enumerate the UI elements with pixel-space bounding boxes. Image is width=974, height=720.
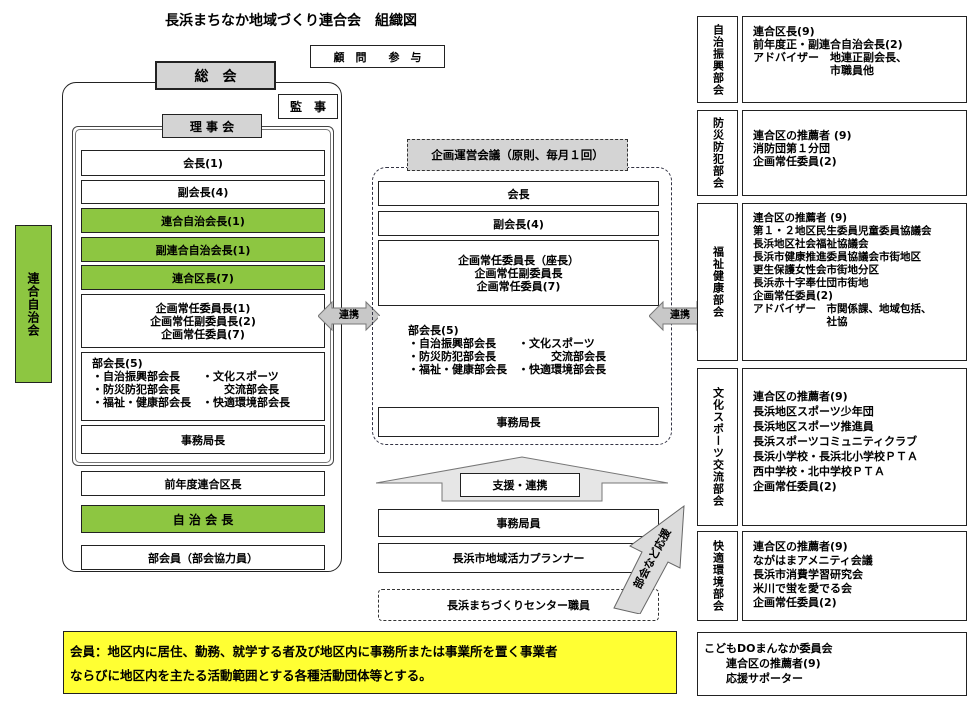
bukaiin-box: 部会員（部会協力員） bbox=[81, 545, 325, 570]
left-renkei-arrow bbox=[318, 300, 380, 332]
center-kaicho-box: 会長 bbox=[378, 181, 659, 206]
bunka-label-box: 文化スポーツ交流部会 bbox=[697, 368, 738, 526]
fukushi-text: 連合区の推薦者 (9) 第１・２地区民生委員児童委員協議会 長浜地区社会福祉協議… bbox=[753, 212, 932, 328]
fukushi-label-box: 福祉健康部会 bbox=[697, 203, 738, 361]
rengo-kucho-box: 連合区長(7) bbox=[81, 265, 325, 290]
rijikai-box: 理 事 会 bbox=[162, 114, 262, 138]
center-fukukaicho-box: 副会長(4) bbox=[378, 211, 659, 236]
bunka-text: 連合区の推薦者(9) 長浜地区スポーツ少年団 長浜地区スポーツ推進員 長浜スポー… bbox=[753, 390, 918, 493]
center-jounin-text: 企画常任委員長（座長） 企画常任副委員長 企画常任委員(7) bbox=[458, 253, 579, 293]
kanji-box: 監 事 bbox=[278, 94, 338, 119]
left-jimukyoku-box: 事務局長 bbox=[81, 425, 325, 454]
kaiteki-label-box: 快適環境部会 bbox=[697, 531, 738, 621]
fukushi-label: 福祉健康部会 bbox=[711, 246, 725, 318]
right-renkei-label: 連携 bbox=[670, 310, 690, 321]
rengo-jichikaicho-box: 連合自治会長(1) bbox=[81, 208, 325, 233]
kodomo-text: こどもDOまんなか委員会 連合区の推薦者(9) 応援サポーター bbox=[704, 642, 833, 685]
center-jounin-box: 企画常任委員長（座長） 企画常任副委員長 企画常任委員(7) bbox=[378, 240, 659, 306]
left-kaicho-box: 会長(1) bbox=[81, 150, 325, 176]
rengo-jichikai-box: 連合自治会 bbox=[15, 225, 52, 383]
membership-note: 会員：地区内に居住、勤務、就学する者及び地区内に事務所または事業所を置く事業者 … bbox=[63, 631, 677, 694]
bousai-label-box: 防災防犯部会 bbox=[697, 110, 738, 196]
jichi-shinko-text: 連合区長(9) 前年度正・副連合自治会長(2) アドバイザー 地連正副会長、 市… bbox=[753, 25, 907, 77]
kikaku-kaigi-box: 企画運営会議（原則、毎月１回） bbox=[407, 139, 628, 171]
kaiteki-label: 快適環境部会 bbox=[711, 540, 725, 612]
shien-box: 支援・連携 bbox=[460, 473, 580, 497]
jichi-shinko-label-box: 自治振興部会 bbox=[697, 16, 738, 103]
advisors-box: 顧 問 参 与 bbox=[310, 45, 445, 68]
left-bukai-text: 部会長(5) ・自治振興部会長 ・文化スポーツ ・防災防犯部会長 交流部会長 ・… bbox=[92, 357, 290, 409]
left-renkei-label: 連携 bbox=[339, 310, 359, 321]
zennendo-rengo-kucho-box: 前年度連合区長 bbox=[81, 471, 325, 496]
left-jounin-box: 企画常任委員長(1) 企画常任副委員長(2) 企画常任委員(7) bbox=[81, 294, 325, 348]
center-frame bbox=[372, 167, 672, 445]
planner-box: 長浜市地域活力プランナー bbox=[378, 543, 659, 573]
jichi-shinko-label: 自治振興部会 bbox=[711, 23, 725, 96]
soukai-box: 総 会 bbox=[155, 61, 276, 90]
left-jounin-text: 企画常任委員長(1) 企画常任副委員長(2) 企画常任委員(7) bbox=[150, 301, 256, 341]
right-renkei-arrow bbox=[649, 300, 711, 332]
bunka-members-box: 連合区の推薦者(9) 長浜地区スポーツ少年団 長浜地区スポーツ推進員 長浜スポー… bbox=[742, 368, 967, 526]
bousai-members-box: 連合区の推薦者 (9) 消防団第１分団 企画常任委員(2) bbox=[742, 110, 967, 196]
bukai-ouen-arrow bbox=[613, 504, 685, 614]
center-bukai-box: 部会長(5) ・自治振興部会長 ・文化スポーツ ・防災防犯部会長 交流部会長 ・… bbox=[378, 316, 659, 396]
center-staff-box: 長浜まちづくりセンター職員 bbox=[378, 589, 659, 621]
bunka-label: 文化スポーツ交流部会 bbox=[711, 387, 725, 507]
center-bukai-text: 部会長(5) ・自治振興部会長 ・文化スポーツ ・防災防犯部会長 交流部会長 ・… bbox=[408, 324, 606, 376]
bousai-label: 防災防犯部会 bbox=[711, 117, 725, 189]
left-bukai-box: 部会長(5) ・自治振興部会長 ・文化スポーツ ・防災防犯部会長 交流部会長 ・… bbox=[81, 352, 325, 421]
membership-note-text: 会員：地区内に居住、勤務、就学する者及び地区内に事務所または事業所を置く事業者 … bbox=[70, 644, 558, 683]
jichi-shinko-members-box: 連合区長(9) 前年度正・副連合自治会長(2) アドバイザー 地連正副会長、 市… bbox=[742, 16, 967, 103]
rengo-jichikai-label: 連合自治会 bbox=[26, 271, 40, 337]
jimukyokuin-box: 事務局員 bbox=[378, 509, 659, 537]
kodomo-box: こどもDOまんなか委員会 連合区の推薦者(9) 応援サポーター bbox=[697, 632, 967, 696]
page-title: 長浜まちなか地域づくり連合会 組織図 bbox=[165, 13, 417, 29]
center-jimukyoku-box: 事務局長 bbox=[378, 407, 659, 437]
fuku-rengo-jichikaicho-box: 副連合自治会長(1) bbox=[81, 237, 325, 262]
left-fukukaicho-box: 副会長(4) bbox=[81, 180, 325, 204]
jichikaicho-box: 自 治 会 長 bbox=[81, 505, 325, 533]
kaiteki-members-box: 連合区の推薦者(9) ながはまアメニティ会議 長浜市消費学習研究会 米川で蛍を愛… bbox=[742, 531, 967, 621]
fukushi-members-box: 連合区の推薦者 (9) 第１・２地区民生委員児童委員協議会 長浜地区社会福祉協議… bbox=[742, 203, 967, 361]
bousai-text: 連合区の推薦者 (9) 消防団第１分団 企画常任委員(2) bbox=[753, 129, 852, 168]
kaiteki-text: 連合区の推薦者(9) ながはまアメニティ会議 長浜市消費学習研究会 米川で蛍を愛… bbox=[753, 540, 873, 609]
